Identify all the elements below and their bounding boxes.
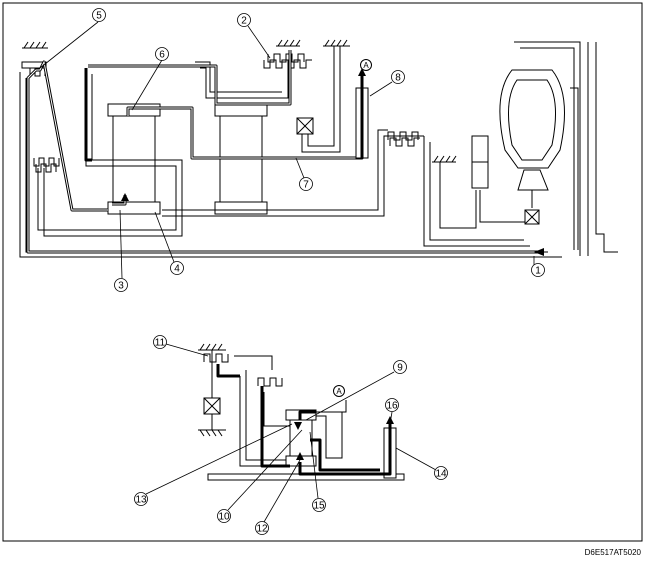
svg-text:7: 7 [303, 180, 309, 191]
rear-planetary-lower-carrier [214, 201, 268, 215]
front-planetary-upper-carrier [107, 103, 161, 117]
ground-hatch-top-4 [432, 155, 457, 163]
svg-text:9: 9 [397, 363, 403, 374]
callout-9: 9 [393, 360, 407, 374]
callout-1: 1 [531, 263, 545, 277]
svg-text:6: 6 [159, 50, 165, 61]
clutch-pack-right [387, 131, 419, 141]
callout-5: 5 [92, 8, 106, 22]
svg-text:8: 8 [395, 73, 401, 84]
callout-13: 13 [134, 492, 148, 506]
svg-text:1: 1 [535, 266, 541, 277]
marker-a-bottom-label: A [336, 387, 342, 396]
callout-2: 2 [237, 13, 251, 27]
callout-3: 3 [114, 278, 128, 292]
svg-text:3: 3 [118, 281, 124, 292]
ground-hatch-bottom-2 [198, 429, 226, 437]
ground-hatch-top-3 [323, 39, 350, 47]
callout-10: 10 [217, 509, 231, 523]
ground-hatch-bottom-1 [198, 343, 226, 351]
clutch-pack-2 [263, 59, 312, 69]
rear-planetary-upper-carrier [214, 103, 268, 117]
one-way-clutch-bottom [203, 397, 221, 415]
bottom-diagram: A [198, 343, 405, 481]
clutch-pack-right-inner [389, 137, 420, 147]
callout-7: 7 [299, 177, 313, 191]
callout-4: 4 [170, 261, 184, 275]
one-way-clutch-top [296, 117, 314, 135]
marker-a-bottom [333, 385, 345, 397]
svg-text:14: 14 [435, 469, 447, 480]
one-way-clutch-converter [524, 209, 540, 225]
ground-hatch-top-left [22, 41, 48, 49]
callout-12: 12 [255, 521, 269, 535]
callout-6: 6 [155, 47, 169, 61]
arrow-up-8 [358, 68, 366, 76]
arrow-down-13 [294, 422, 302, 430]
housing-outlines [19, 41, 618, 258]
clutch-pack-bottom-mid [257, 377, 283, 387]
clutch-pack-2-inner [267, 53, 305, 63]
arrow-up-12 [296, 452, 304, 460]
figure-code: D6E517AT5020 [585, 548, 642, 557]
clutch-pack-11 [203, 353, 229, 363]
arrow-left-1 [534, 248, 544, 256]
clutch-pack-left-inner [35, 163, 57, 173]
callout-15: 15 [312, 498, 326, 512]
callout-8: 8 [391, 70, 405, 84]
marker-a-top-label: A [363, 61, 369, 70]
ground-hatch-top-2 [276, 39, 301, 47]
marker-a-top [360, 59, 372, 71]
power-flow-path-top [26, 50, 544, 254]
figure-border [2, 2, 643, 542]
arrow-up-3 [121, 193, 129, 201]
callout-16: 16 [385, 398, 399, 412]
svg-text:2: 2 [241, 16, 247, 27]
svg-text:11: 11 [155, 338, 166, 349]
callout-11: 11 [153, 335, 167, 349]
callout-leaders [39, 21, 535, 523]
front-planetary-drum [112, 115, 156, 203]
callout-14: 14 [434, 466, 448, 480]
svg-text:12: 12 [256, 524, 268, 535]
torque-converter [471, 69, 565, 208]
planetary-bottom-drum [289, 419, 313, 457]
svg-text:13: 13 [135, 495, 147, 506]
power-flow-path-bottom [216, 364, 392, 476]
svg-text:16: 16 [386, 401, 398, 412]
svg-text:15: 15 [313, 501, 325, 512]
arrow-up-16 [386, 416, 394, 424]
svg-text:4: 4 [174, 264, 180, 275]
svg-text:10: 10 [218, 512, 230, 523]
top-diagram: A [19, 39, 618, 258]
svg-text:5: 5 [96, 11, 102, 22]
